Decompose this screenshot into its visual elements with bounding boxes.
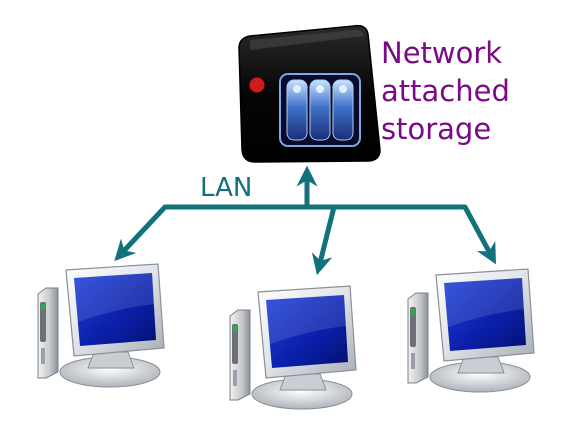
lan-connections	[114, 165, 496, 276]
computer-icon	[229, 285, 357, 410]
drive-bay-1	[286, 79, 308, 141]
power-light-icon	[249, 77, 265, 93]
lan-label: LAN	[200, 173, 253, 203]
nas-label: Network attached storage	[381, 34, 510, 148]
computer-icon	[37, 263, 165, 388]
nas-device-icon	[238, 24, 381, 163]
drive-bay-2	[309, 79, 331, 141]
nas-label-line: storage	[381, 112, 492, 146]
nas-label-line: attached	[381, 74, 510, 108]
computer-icon	[407, 268, 535, 393]
lan-to-middle-arrow	[311, 206, 337, 276]
lan-bus-line	[114, 204, 496, 265]
drive-bay-3	[332, 79, 354, 141]
nas-label-line: Network	[381, 36, 503, 70]
